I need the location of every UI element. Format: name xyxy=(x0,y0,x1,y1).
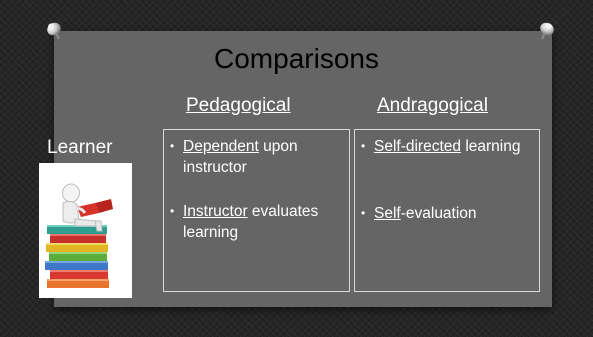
bullet-text: upon instructor xyxy=(183,138,298,176)
pushpin-icon xyxy=(540,22,554,40)
row-label-learner: Learner xyxy=(47,137,113,158)
bullet-dot: • xyxy=(170,204,175,218)
bullet-dot: • xyxy=(170,139,175,153)
bullet-keyword: Dependent xyxy=(183,138,259,155)
bullet-keyword: Self xyxy=(374,205,401,222)
slide-title: Comparisons xyxy=(214,43,379,74)
bullet-text: learning xyxy=(461,138,521,155)
bullet-dot: • xyxy=(361,206,366,220)
slide-board xyxy=(54,31,552,307)
bullet-text: -evaluation xyxy=(400,205,477,222)
bullet-text: evaluates learning xyxy=(183,203,319,241)
pedagogical-box: • Dependent upon instructor • Instructor… xyxy=(163,129,350,292)
bullet-dot: • xyxy=(361,139,366,153)
bullet-keyword: Self-directed xyxy=(374,138,462,155)
column-heading-andragogical: Andragogical xyxy=(377,95,488,116)
person-reading-on-books-icon xyxy=(39,163,132,298)
andragogical-box: • Self-directed learning • Self-evaluati… xyxy=(354,129,540,292)
pushpin-icon xyxy=(47,22,61,40)
bullet-keyword: Instructor xyxy=(183,203,248,220)
column-heading-pedagogical: Pedagogical xyxy=(186,95,291,116)
